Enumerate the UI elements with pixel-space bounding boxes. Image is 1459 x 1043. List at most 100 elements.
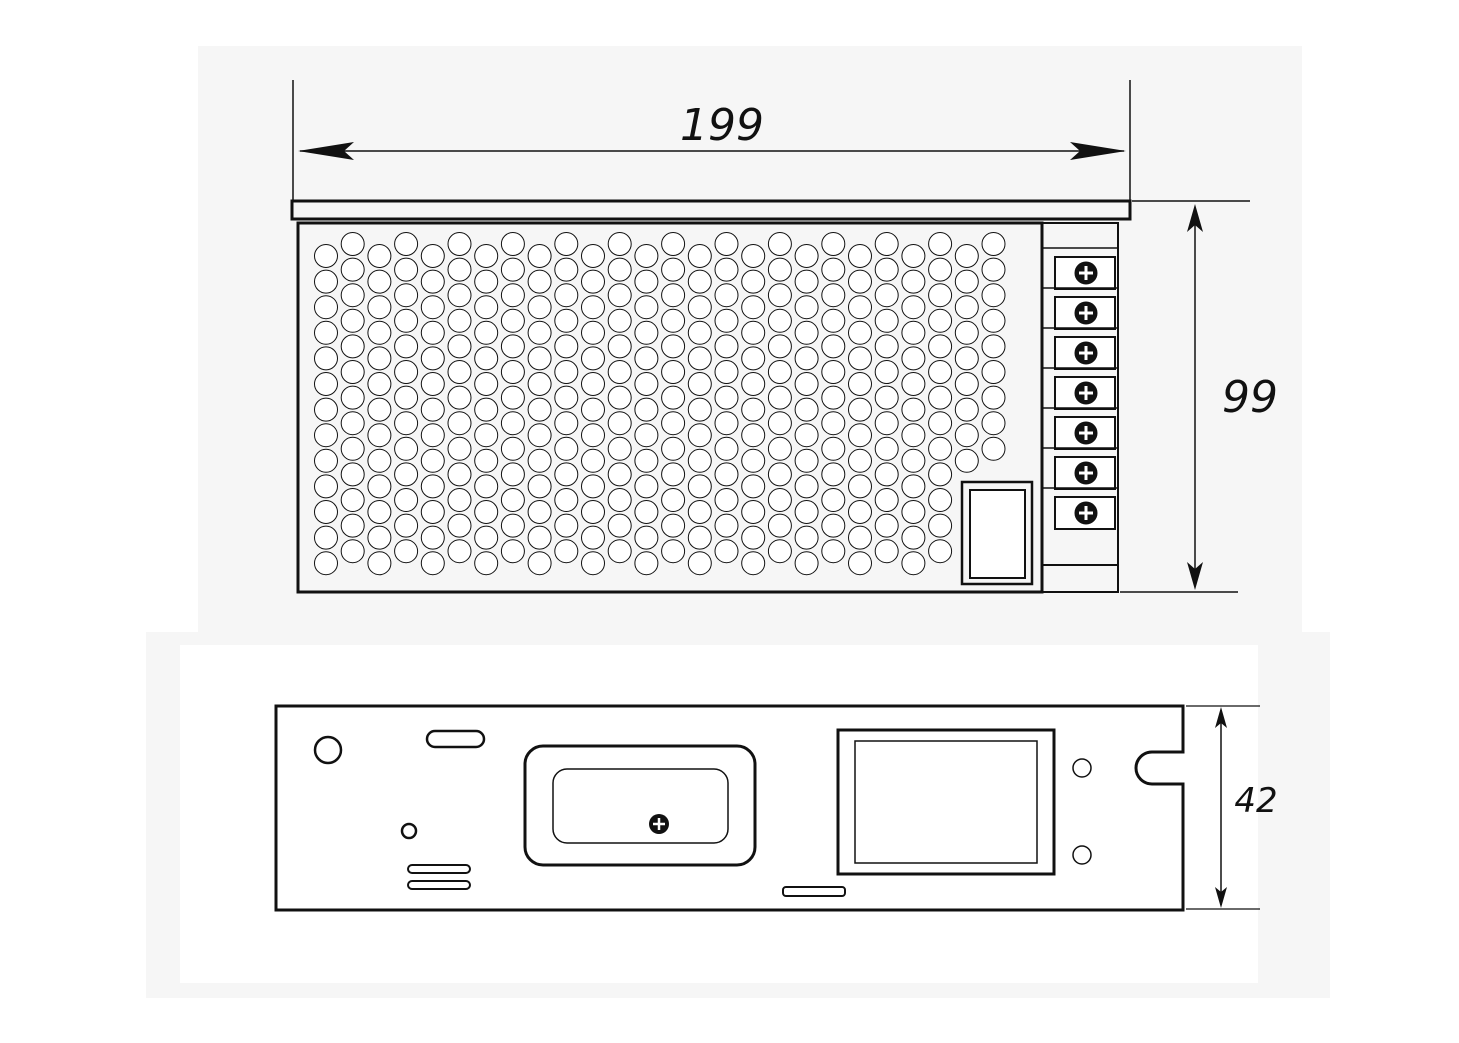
vent-hole bbox=[954, 372, 979, 396]
vent-hole bbox=[767, 283, 792, 308]
vent-hole bbox=[340, 488, 365, 512]
vent-hole bbox=[687, 474, 712, 499]
screw-hole-upper bbox=[1072, 758, 1092, 778]
adjust-screw bbox=[649, 814, 669, 834]
vent-hole bbox=[394, 436, 419, 461]
terminal-cover-plate bbox=[1041, 564, 1119, 593]
vent-hole bbox=[767, 488, 792, 512]
led-hole bbox=[400, 822, 418, 840]
vent-hole bbox=[527, 295, 552, 320]
vent-hole bbox=[954, 423, 979, 448]
vent-hole bbox=[741, 500, 766, 524]
vent-hole bbox=[848, 423, 872, 448]
vent-hole bbox=[634, 474, 659, 499]
vent-hole bbox=[500, 283, 525, 308]
vent-hole bbox=[340, 232, 365, 256]
vent-hole bbox=[981, 411, 1006, 436]
vent-hole bbox=[714, 308, 739, 333]
vent-hole bbox=[607, 513, 632, 538]
vent-hole bbox=[794, 448, 819, 473]
terminal bbox=[1042, 487, 1118, 530]
vent-hole bbox=[314, 525, 338, 550]
vent-hole bbox=[954, 244, 979, 268]
vent-hole bbox=[661, 257, 686, 282]
vent-slot-2 bbox=[407, 880, 471, 890]
vent-hole bbox=[340, 462, 365, 487]
vent-hole bbox=[661, 334, 686, 359]
vent-hole bbox=[741, 474, 766, 499]
vent-hole bbox=[607, 411, 632, 436]
vent-hole bbox=[500, 360, 525, 384]
slot-top bbox=[425, 729, 486, 749]
vent-hole bbox=[928, 539, 953, 564]
vent-hole bbox=[767, 462, 792, 487]
vent-hole bbox=[314, 269, 338, 294]
vent-hole bbox=[447, 411, 472, 436]
vent-hole bbox=[474, 244, 499, 268]
vent-hole bbox=[767, 539, 792, 564]
vent-hole bbox=[714, 232, 739, 256]
vent-hole bbox=[634, 448, 659, 473]
vent-hole bbox=[634, 244, 659, 268]
vent-hole bbox=[554, 334, 579, 359]
vent-hole bbox=[581, 295, 605, 320]
vent-hole bbox=[607, 488, 632, 512]
vent-hole bbox=[767, 385, 792, 410]
vent-hole bbox=[848, 372, 872, 396]
vent-hole bbox=[634, 525, 659, 550]
vent-hole bbox=[634, 372, 659, 396]
vent-hole bbox=[554, 232, 579, 256]
vent-hole bbox=[661, 436, 686, 461]
vent-hole bbox=[340, 411, 365, 436]
vent-hole bbox=[848, 500, 872, 524]
vent-hole bbox=[874, 360, 899, 384]
vent-hole bbox=[687, 320, 712, 345]
terminal bbox=[1042, 407, 1118, 450]
vent-hole bbox=[821, 385, 846, 410]
depth-arrow-top bbox=[1215, 707, 1227, 728]
vent-hole bbox=[500, 308, 525, 333]
vent-hole bbox=[420, 423, 445, 448]
vent-hole bbox=[661, 539, 686, 564]
vent-hole bbox=[394, 232, 419, 256]
vent-hole bbox=[447, 360, 472, 384]
vent-hole bbox=[821, 334, 846, 359]
vent-hole bbox=[741, 423, 766, 448]
vent-hole bbox=[741, 320, 766, 345]
vent-hole bbox=[874, 513, 899, 538]
vent-hole bbox=[634, 295, 659, 320]
vent-hole bbox=[714, 283, 739, 308]
vent-hole bbox=[767, 360, 792, 384]
height-arrow-bottom bbox=[1187, 562, 1203, 590]
vent-hole bbox=[394, 411, 419, 436]
vent-hole bbox=[394, 488, 419, 512]
vent-hole bbox=[447, 436, 472, 461]
vent-hole bbox=[474, 423, 499, 448]
vent-hole bbox=[874, 257, 899, 282]
vent-hole bbox=[848, 551, 872, 576]
vent-hole bbox=[554, 411, 579, 436]
vent-hole bbox=[367, 320, 392, 345]
terminal-strip bbox=[1042, 247, 1118, 530]
width-value: 199 bbox=[680, 100, 764, 151]
vent-hole bbox=[634, 500, 659, 524]
vent-hole bbox=[581, 423, 605, 448]
height-arrow-top bbox=[1187, 204, 1203, 232]
vent-hole bbox=[420, 551, 445, 576]
mounting-hole-large bbox=[313, 735, 343, 765]
vent-hole bbox=[687, 500, 712, 524]
vent-hole bbox=[901, 346, 926, 371]
adjust-window-outer bbox=[960, 480, 1034, 586]
vent-hole bbox=[474, 525, 499, 550]
vent-hole bbox=[447, 232, 472, 256]
vent-hole bbox=[607, 385, 632, 410]
vent-hole bbox=[661, 308, 686, 333]
vent-hole bbox=[874, 436, 899, 461]
vent-hole bbox=[314, 500, 338, 524]
vent-hole bbox=[581, 346, 605, 371]
vent-hole bbox=[420, 295, 445, 320]
vent-hole bbox=[581, 320, 605, 345]
vent-hole bbox=[714, 334, 739, 359]
vent-hole bbox=[928, 385, 953, 410]
vent-hole bbox=[527, 320, 552, 345]
